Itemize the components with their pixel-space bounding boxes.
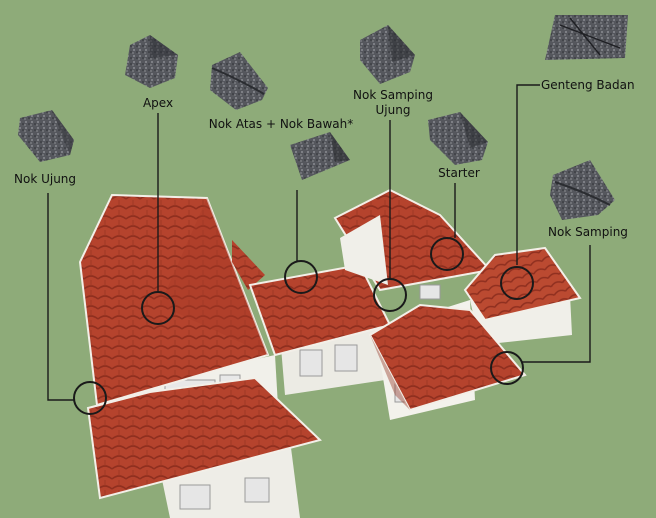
roof-main-hip-shade [160, 198, 268, 355]
nok-samping-tile-sample [550, 160, 615, 220]
label-nok-atas-bawah: Nok Atas + Nok Bawah* [208, 117, 354, 131]
callout-starter [430, 237, 464, 271]
roofs [78, 188, 582, 500]
roof-right-wing [463, 246, 582, 322]
label-nok-samping: Nok Samping [548, 225, 628, 239]
nok-ujung-tile-sample [18, 110, 74, 162]
leader-lines [47, 84, 591, 401]
leader-nok-samping [522, 245, 591, 363]
label-starter: Starter [438, 166, 480, 180]
callout-apex [141, 291, 175, 325]
window [244, 477, 270, 503]
roof-main-hip [78, 193, 270, 407]
label-nok-ujung: Nok Ujung [14, 172, 77, 186]
nok-bawah-tile-sample [290, 132, 350, 180]
gable-wall [340, 215, 388, 285]
apex-tile-sample [125, 35, 178, 88]
callout-nok-atas-bawah [284, 260, 318, 294]
window [179, 484, 211, 510]
roof-porch-shade [370, 335, 410, 410]
window [334, 344, 358, 372]
roof-link [232, 240, 265, 290]
tile-samples [18, 15, 628, 220]
callout-genteng-badan [500, 266, 534, 300]
label-nok-samping-ujung: Nok Samping Ujung [353, 88, 433, 118]
callout-nok-samping-ujung [373, 278, 407, 312]
roof-lower-left [86, 376, 322, 500]
label-nok-samping-ujung-line2: Ujung [375, 103, 411, 117]
leader-genteng-badan [516, 84, 540, 265]
callout-nok-ujung [73, 381, 107, 415]
label-genteng-badan: Genteng Badan [541, 78, 635, 92]
label-apex: Apex [142, 96, 174, 110]
starter-tile-sample [428, 112, 488, 165]
window [419, 284, 441, 300]
callout-nok-samping [490, 351, 524, 385]
nok-atas-tile-sample [210, 52, 268, 110]
leader-nok-ujung [47, 193, 75, 401]
window [299, 349, 323, 377]
roof-porch [368, 303, 527, 412]
nok-samping-ujung-tile-sample [360, 25, 415, 84]
callout-circles [73, 237, 534, 415]
label-nok-samping-ujung-line1: Nok Samping [353, 88, 433, 102]
genteng-badan-tile-sample [545, 15, 628, 60]
